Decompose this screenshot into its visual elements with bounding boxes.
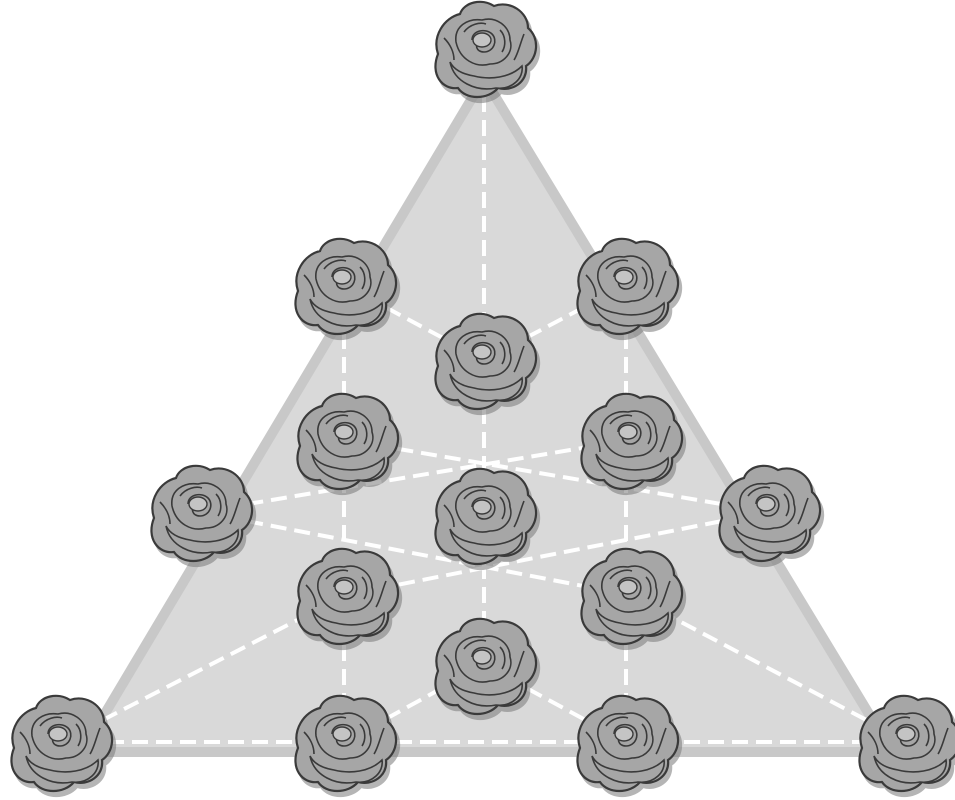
rose-icon [435,2,539,102]
rose-icon [297,549,401,649]
rose-icon [719,466,823,566]
rose-icon [151,466,255,566]
rose-icon [297,394,401,494]
rose-icon [11,696,115,796]
rose-icon [435,314,539,414]
rose-icon [581,394,685,494]
rose-icon [859,696,955,796]
rose-icon [435,469,539,569]
rose-icon [577,696,681,796]
rose-icon [435,619,539,719]
rose-icon [577,239,681,339]
rose-icon [295,696,399,796]
rose-icon [295,239,399,339]
rose-icon [581,549,685,649]
